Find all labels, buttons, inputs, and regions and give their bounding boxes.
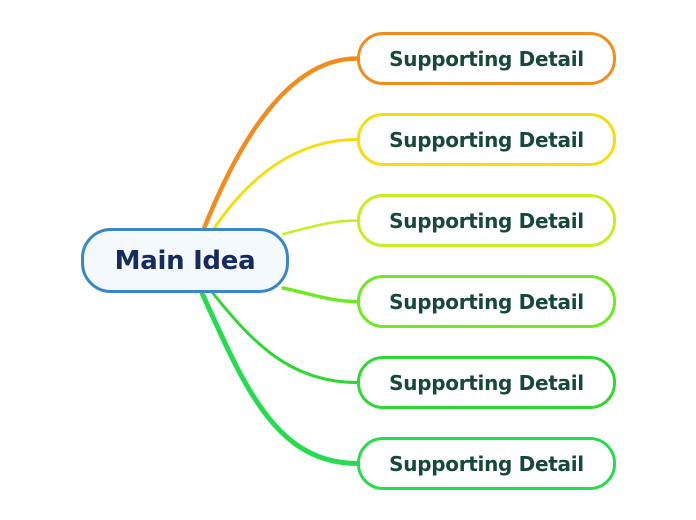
detail-node-6[interactable]: Supporting Detail xyxy=(357,437,616,490)
main-idea-label: Main Idea xyxy=(114,245,256,276)
branch-curve-5 xyxy=(210,290,359,384)
main-idea-node[interactable]: Main Idea xyxy=(81,228,289,293)
branch-curve-1 xyxy=(200,56,360,234)
detail-node-label: Supporting Detail xyxy=(389,289,584,314)
detail-node-label: Supporting Detail xyxy=(389,370,584,395)
detail-node-label: Supporting Detail xyxy=(389,451,584,476)
detail-node-label: Supporting Detail xyxy=(389,208,584,233)
branch-curve-6 xyxy=(199,290,360,466)
detail-node-5[interactable]: Supporting Detail xyxy=(357,356,616,409)
detail-node-2[interactable]: Supporting Detail xyxy=(357,113,616,166)
branch-curve-2 xyxy=(211,138,359,232)
detail-node-4[interactable]: Supporting Detail xyxy=(357,275,616,328)
detail-node-label: Supporting Detail xyxy=(389,127,584,152)
branch-curve-4 xyxy=(281,286,359,304)
branch-curve-3 xyxy=(281,219,359,236)
detail-node-1[interactable]: Supporting Detail xyxy=(357,32,616,85)
detail-node-label: Supporting Detail xyxy=(389,46,584,71)
detail-node-3[interactable]: Supporting Detail xyxy=(357,194,616,247)
